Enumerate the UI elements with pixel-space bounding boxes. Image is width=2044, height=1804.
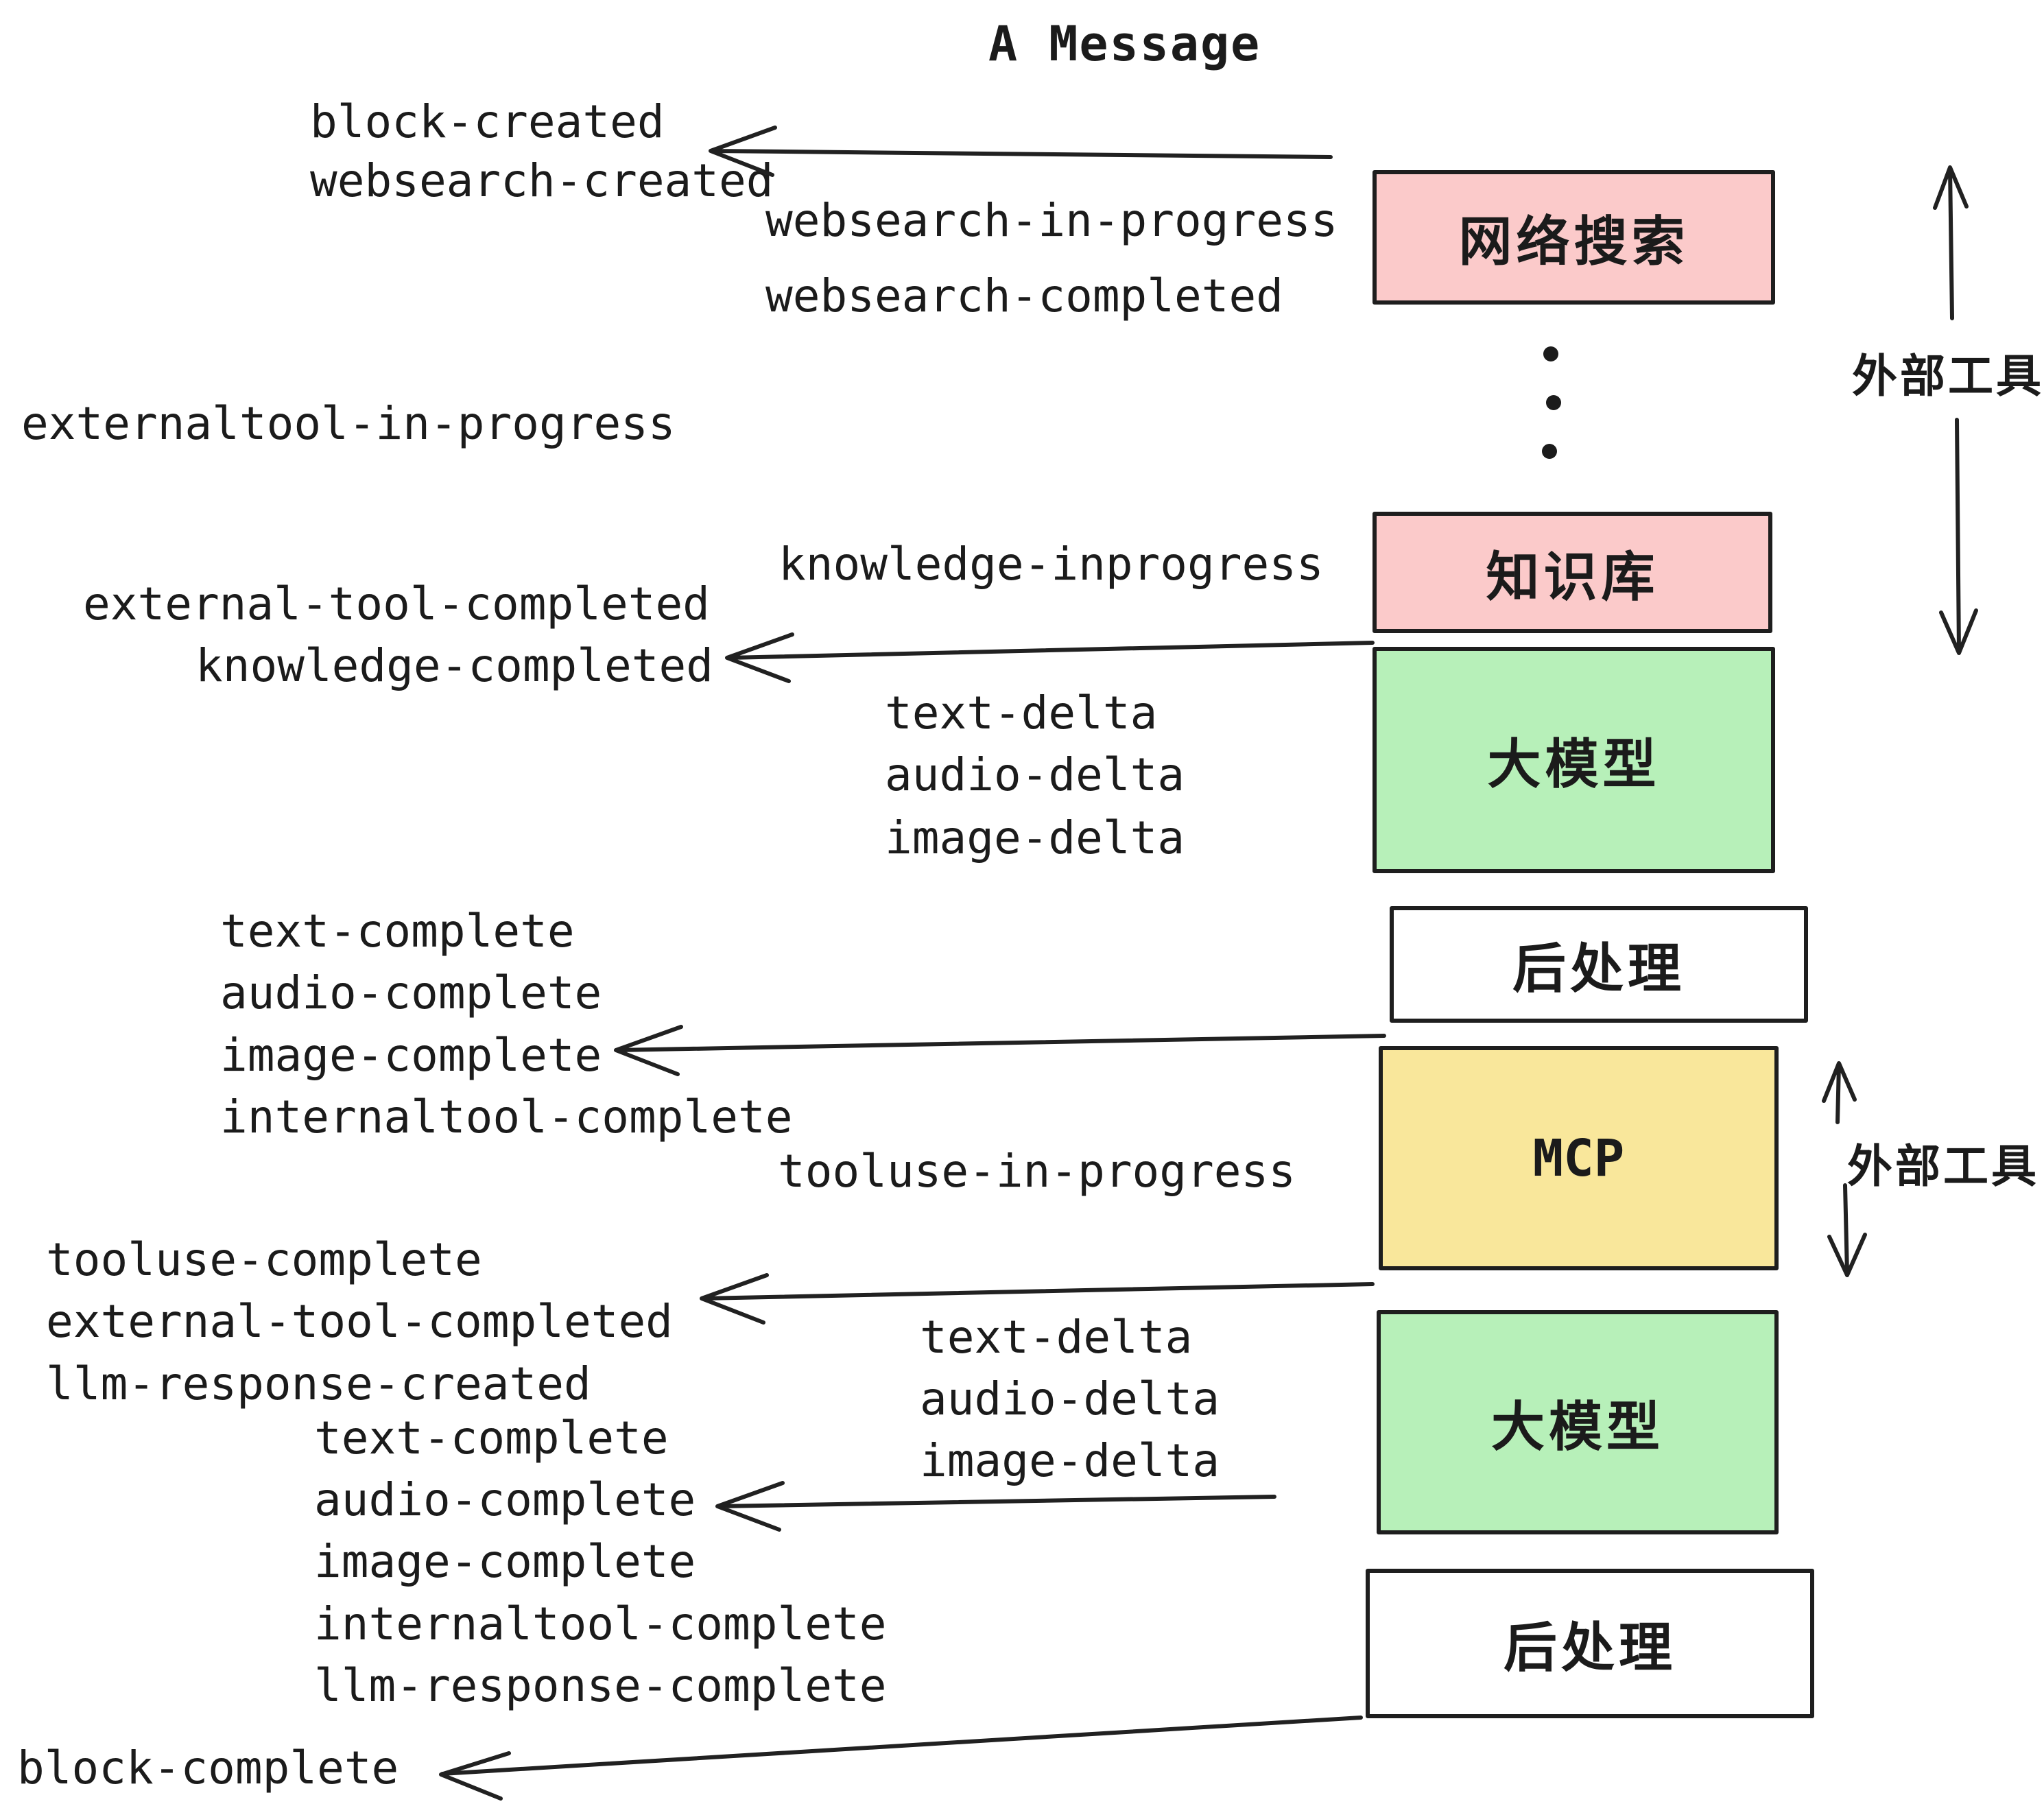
arrow-to-image-complete [614, 1025, 1386, 1076]
ellipsis-dot-2 [1546, 395, 1561, 410]
box-post-process-1: 后处理 [1390, 906, 1808, 1023]
event-image-complete-1: image-complete [220, 1029, 602, 1082]
event-internaltool-complete-1: internaltool-complete [220, 1091, 793, 1143]
box-web-search: 网络搜索 [1372, 170, 1775, 305]
event-internaltool-complete-2: internaltool-complete [314, 1598, 887, 1650]
event-tooluse-complete: tooluse-complete [46, 1233, 482, 1286]
external-tools-arrow-down-top [1939, 418, 1978, 655]
arrow-to-websearch-created [709, 126, 1333, 177]
event-tooluse-in-progress: tooluse-in-progress [778, 1145, 1296, 1198]
arrow-to-audio-complete [715, 1481, 1276, 1532]
event-text-complete-2: text-complete [314, 1412, 669, 1464]
box-mcp: MCP [1379, 1046, 1779, 1270]
event-image-delta-1: image-delta [885, 811, 1185, 864]
event-text-complete-1: text-complete [220, 905, 575, 958]
event-websearch-completed: websearch-completed [765, 270, 1283, 322]
event-text-delta-1: text-delta [885, 687, 1158, 739]
box-post-process-2: 后处理 [1366, 1569, 1814, 1718]
event-llm-response-created: llm-response-created [46, 1357, 591, 1410]
event-audio-delta-1: audio-delta [885, 748, 1185, 801]
box-llm-2: 大模型 [1377, 1310, 1779, 1534]
box-llm-1: 大模型 [1372, 647, 1775, 873]
external-tools-arrow-down-mcp [1827, 1183, 1867, 1277]
event-audio-complete-1: audio-complete [220, 966, 602, 1019]
event-image-complete-2: image-complete [314, 1535, 696, 1588]
external-tools-arrow-up-mcp [1822, 1061, 1857, 1124]
event-audio-complete-2: audio-complete [314, 1473, 696, 1526]
event-websearch-in-progress: websearch-in-progress [765, 194, 1338, 247]
event-external-tool-completed-1: external-tool-completed [83, 578, 710, 630]
arrow-to-knowledge-completed [725, 632, 1375, 683]
external-tools-arrow-up-top [1933, 165, 1969, 320]
event-knowledge-inprogress: knowledge-inprogress [779, 538, 1324, 591]
event-websearch-created: websearch-created [310, 154, 774, 207]
event-external-tool-completed-2: external-tool-completed [46, 1295, 673, 1348]
box-mcp-label: MCP [1532, 1128, 1625, 1188]
event-image-delta-2: image-delta [920, 1434, 1220, 1487]
event-llm-response-complete: llm-response-complete [314, 1659, 887, 1712]
box-post-process-1-label: 后处理 [1512, 938, 1685, 999]
event-knowledge-completed: knowledge-completed [195, 639, 713, 692]
event-block-created: block-created [310, 95, 665, 148]
box-llm-2-label: 大模型 [1490, 1396, 1664, 1457]
diagram-title: A Message [988, 16, 1261, 72]
side-label-external-tools-bottom: 外部工具 [1847, 1141, 2039, 1191]
ellipsis-dot-1 [1543, 346, 1558, 361]
event-externaltool-in-progress: externaltool-in-progress [21, 397, 676, 450]
box-post-process-2-label: 后处理 [1503, 1617, 1676, 1678]
event-text-delta-2: text-delta [920, 1311, 1193, 1364]
box-llm-1-label: 大模型 [1487, 734, 1661, 794]
box-web-search-label: 网络搜索 [1458, 211, 1689, 272]
event-audio-delta-2: audio-delta [920, 1373, 1220, 1425]
box-knowledge-base-label: 知识库 [1486, 546, 1659, 607]
arrow-to-block-complete [439, 1716, 1363, 1801]
box-knowledge-base: 知识库 [1372, 512, 1772, 633]
event-block-complete: block-complete [17, 1742, 399, 1794]
ellipsis-dot-3 [1542, 444, 1557, 459]
side-label-external-tools-top: 外部工具 [1852, 351, 2044, 401]
